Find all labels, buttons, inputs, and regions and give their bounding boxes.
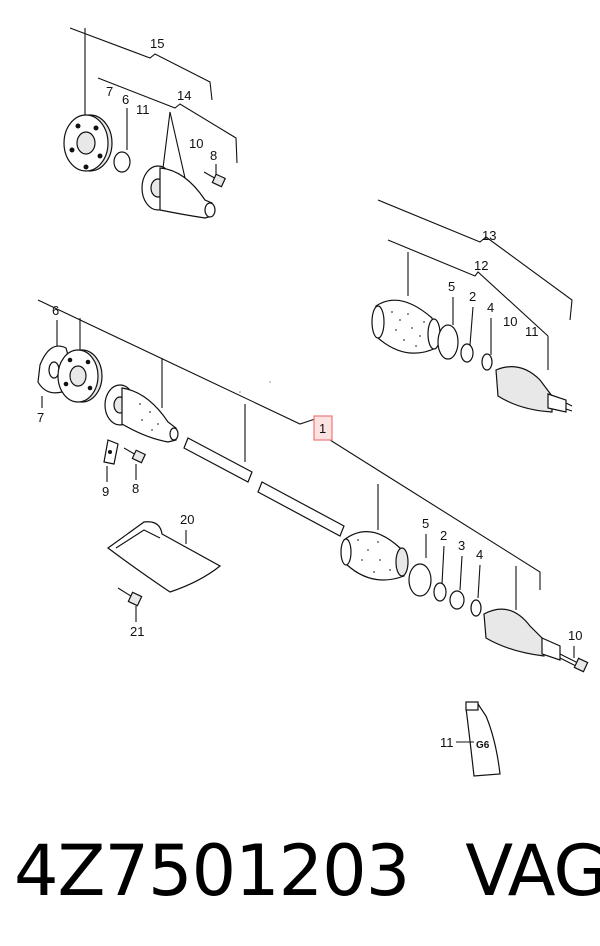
leader-14b bbox=[169, 111, 186, 179]
group-15-outer-joint-kit: 15 14 7 6 11 10 8 bbox=[63, 27, 238, 219]
callout-6b: 6 bbox=[52, 303, 59, 318]
callout-1[interactable]: 1 bbox=[319, 421, 326, 436]
callout-10c: 10 bbox=[568, 628, 582, 643]
callout-2a: 2 bbox=[469, 289, 476, 304]
callout-9: 9 bbox=[102, 484, 109, 499]
flange-part bbox=[63, 114, 113, 172]
speck bbox=[239, 391, 241, 393]
grease-tube-part bbox=[465, 703, 501, 777]
callout-11b: 11 bbox=[525, 324, 539, 339]
clamp-part bbox=[408, 563, 432, 597]
callout-12: 12 bbox=[474, 258, 488, 273]
group-11-grease: G6 11 bbox=[440, 701, 501, 777]
group-1-drive-shaft: 1 6 7 bbox=[37, 299, 589, 673]
callout-8b: 8 bbox=[132, 481, 139, 496]
speck bbox=[269, 381, 271, 383]
callout-7b: 7 bbox=[37, 410, 44, 425]
circlip-part bbox=[481, 353, 493, 371]
callout-4b: 4 bbox=[476, 547, 483, 562]
heat-shield-edge bbox=[115, 529, 161, 549]
leader-4b bbox=[477, 564, 481, 599]
outer-boot-part bbox=[340, 531, 409, 581]
inner-cv-boot-part bbox=[104, 384, 179, 443]
callout-1-highlight-box[interactable] bbox=[313, 415, 333, 441]
bolt-part bbox=[559, 653, 589, 673]
callout-4a: 4 bbox=[487, 300, 494, 315]
bolt-part bbox=[117, 587, 143, 607]
callout-14: 14 bbox=[177, 88, 191, 103]
leader-13 bbox=[377, 199, 573, 321]
group-13-inner-joint-kit: 13 12 5 2 4 10 11 bbox=[371, 199, 573, 413]
circlip-part bbox=[470, 599, 482, 617]
callout-5a: 5 bbox=[448, 279, 455, 294]
callout-7a: 7 bbox=[106, 84, 113, 99]
washer-part bbox=[460, 343, 474, 363]
callout-2b: 2 bbox=[440, 528, 447, 543]
leader-14 bbox=[97, 77, 238, 164]
leader-2b bbox=[441, 545, 445, 585]
callout-5b: 5 bbox=[422, 516, 429, 531]
grease-tube-cap bbox=[465, 701, 479, 711]
callout-11a: 11 bbox=[136, 102, 150, 117]
exploded-drive-shaft-diagram: 15 14 7 6 11 10 8 bbox=[37, 27, 589, 777]
callout-21: 21 bbox=[130, 624, 144, 639]
washer-part bbox=[433, 582, 447, 602]
leader-3 bbox=[459, 555, 463, 591]
part-caption: 4Z7501203 VAG bbox=[14, 826, 600, 916]
outer-joint-part bbox=[495, 366, 573, 413]
leader-15 bbox=[69, 27, 213, 101]
callout-20: 20 bbox=[180, 512, 194, 527]
callout-10b: 10 bbox=[503, 314, 517, 329]
grease-label: G6 bbox=[476, 740, 490, 751]
callout-15: 15 bbox=[150, 36, 164, 51]
clamp-part bbox=[437, 324, 459, 360]
callout-11c: 11 bbox=[440, 735, 454, 750]
part-number: 4Z7501203 bbox=[14, 830, 410, 912]
circlip-part bbox=[113, 151, 131, 173]
callout-6a: 6 bbox=[122, 92, 129, 107]
spacer-part bbox=[449, 590, 465, 610]
bolt-part bbox=[203, 171, 227, 188]
flange-part bbox=[57, 349, 103, 403]
callout-13: 13 bbox=[482, 228, 496, 243]
bolt-part bbox=[123, 447, 147, 464]
bracket-part bbox=[103, 439, 119, 465]
callout-8a: 8 bbox=[210, 148, 217, 163]
shaft-part bbox=[183, 437, 345, 537]
outer-cv-joint-part bbox=[483, 608, 561, 661]
cv-joint-boot-part bbox=[141, 165, 216, 219]
callout-10a: 10 bbox=[189, 136, 203, 151]
heat-shield-part bbox=[106, 521, 222, 593]
callout-3: 3 bbox=[458, 538, 465, 553]
leader-14a bbox=[161, 111, 171, 177]
leader-2a bbox=[469, 306, 474, 346]
brand-name: VAG bbox=[465, 830, 600, 912]
leader-12 bbox=[387, 239, 549, 337]
boot-part bbox=[371, 299, 441, 354]
group-20-heat-shield: 20 21 bbox=[106, 512, 222, 639]
